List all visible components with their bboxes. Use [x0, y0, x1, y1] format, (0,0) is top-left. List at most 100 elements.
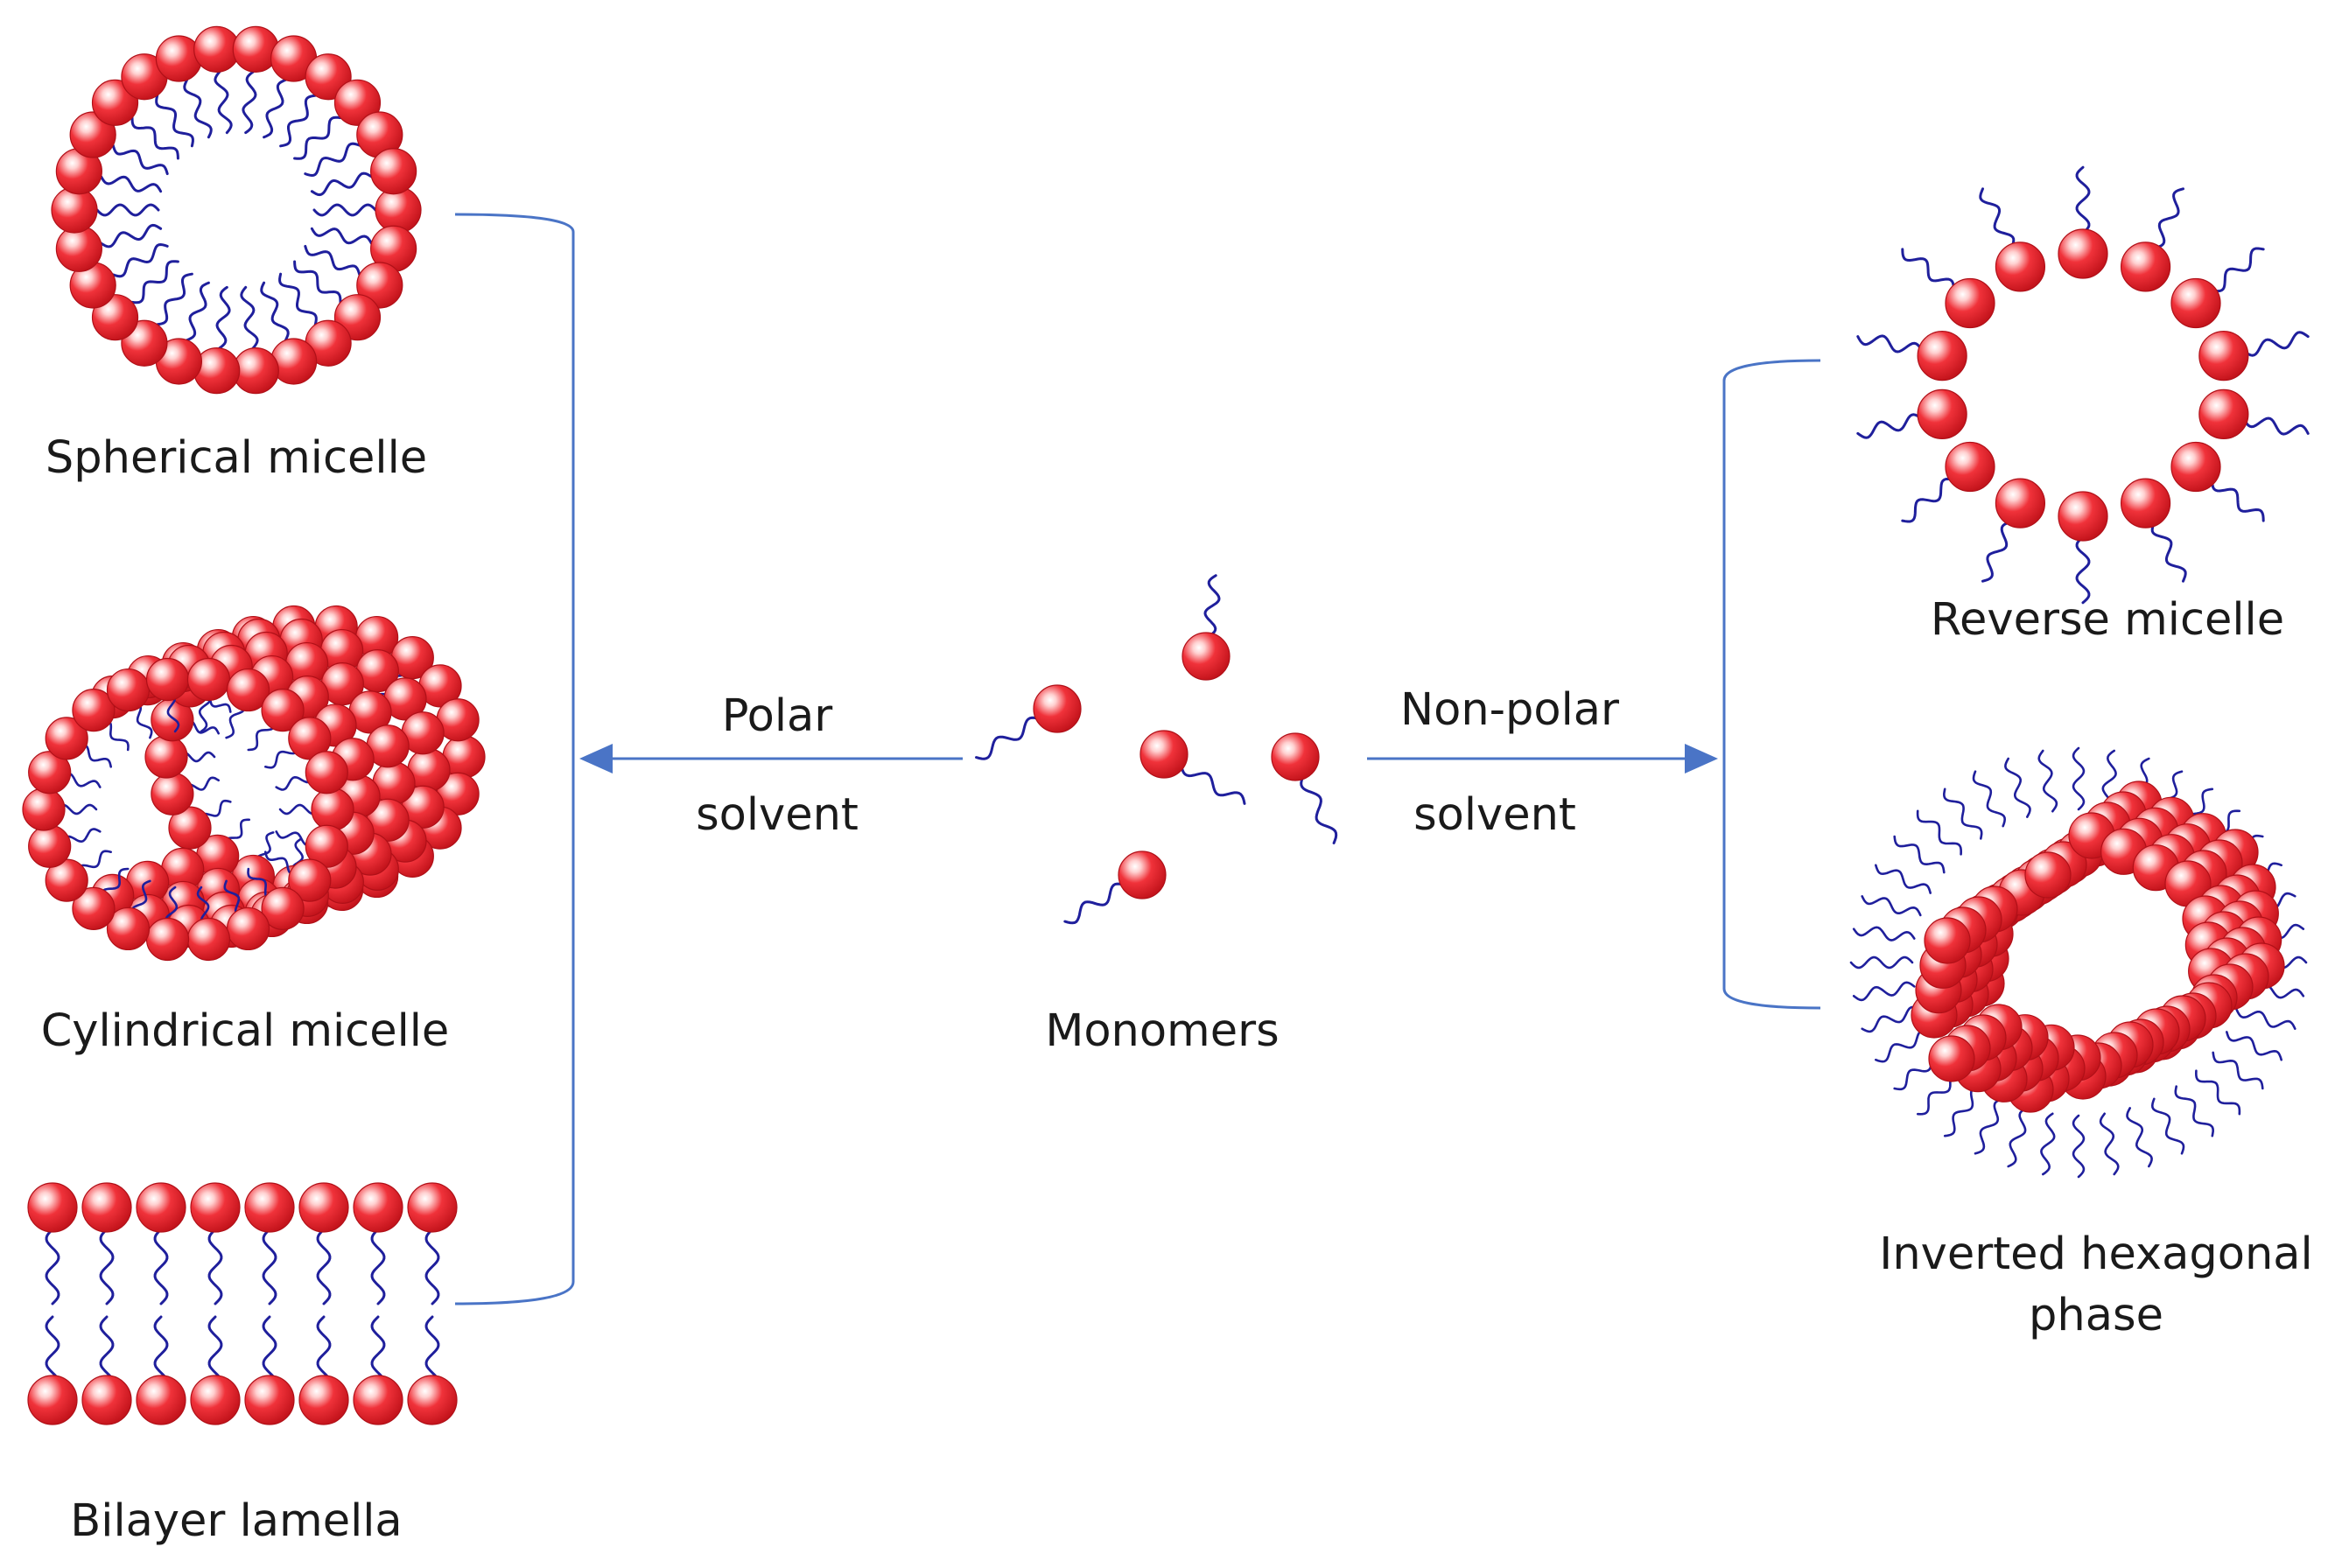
head-group [1995, 242, 2046, 292]
head-group [244, 1182, 295, 1233]
tail-chain [310, 227, 373, 245]
tail-chain [2150, 521, 2187, 583]
tail-chain [2235, 1008, 2296, 1030]
tail-chain [1180, 763, 1246, 805]
head-group [1945, 441, 1995, 493]
tail-chain [293, 260, 342, 304]
tail-chain [2211, 478, 2265, 522]
tail-chain [186, 281, 210, 342]
tail-chain [111, 144, 169, 176]
tail-chain [304, 142, 361, 178]
head-group [1033, 684, 1082, 733]
polar-label-line2: solvent [696, 789, 859, 841]
polar-label-line1: Polar [722, 690, 833, 742]
tail-chain [316, 1228, 332, 1306]
tail-chain [370, 1228, 386, 1306]
tail-chain [100, 223, 163, 248]
tail-chain [2004, 757, 2031, 818]
hexagonal-label-line1: Inverted hexagonal [1879, 1228, 2312, 1280]
head-group [45, 717, 88, 760]
tail-chain [1901, 248, 1955, 292]
head-group [353, 1375, 403, 1425]
tail-chain [215, 285, 231, 350]
head-group [2120, 478, 2171, 528]
head-group [144, 735, 188, 779]
tail-chain [1849, 956, 1914, 970]
head-group [226, 668, 270, 712]
head-group [190, 1375, 241, 1425]
tail-chain [293, 116, 342, 160]
tail-chain [1942, 788, 1983, 840]
tail-chain [2040, 1112, 2056, 1176]
tail-chain [2212, 1051, 2264, 1090]
tail-chain [207, 1228, 223, 1306]
tail-chain [975, 716, 1041, 760]
nonpolar-label-line2: solvent [1413, 789, 1576, 841]
right-bracket [1722, 359, 1821, 1010]
head-group [2120, 242, 2171, 292]
monomers-label: Monomers [1045, 1005, 1279, 1057]
tail-chain [278, 272, 318, 326]
tail-chain [1861, 1005, 1922, 1033]
tail-chain [2150, 1097, 2185, 1155]
polar-arrow-head [579, 744, 613, 774]
head-group [288, 858, 332, 902]
head-group [2058, 228, 2108, 279]
tail-chain [1861, 895, 1922, 917]
reverse-micelle-label: Reverse micelle [1931, 594, 2284, 646]
head-group [1139, 730, 1189, 779]
head-group [145, 917, 190, 962]
head-group [1917, 331, 1967, 382]
tail-chain [1893, 835, 1946, 874]
head-group [370, 148, 417, 195]
tail-chain [2099, 1112, 2120, 1176]
tail-chain [2007, 1107, 2029, 1168]
head-group [136, 1375, 186, 1425]
head-group [407, 1182, 458, 1233]
nonpolar-label-line1: Non-polar [1400, 684, 1619, 736]
tail-chain [262, 1228, 277, 1306]
head-group [91, 294, 139, 341]
head-group [353, 1182, 403, 1233]
tail-chain [1943, 1085, 1982, 1138]
tail-chain [1916, 809, 1963, 856]
head-group [28, 824, 72, 868]
head-group [1182, 632, 1231, 681]
reverse-micelle [1856, 165, 2310, 605]
left-bracket [454, 213, 575, 1306]
tail-chain [1901, 477, 1955, 523]
tail-chain [260, 281, 290, 342]
head-group [190, 1182, 241, 1233]
tail-chain [2075, 536, 2091, 605]
head-group [81, 1375, 132, 1425]
tail-chain [2072, 746, 2086, 811]
bilayer-lamella [27, 1182, 458, 1425]
head-group [55, 225, 102, 272]
tail-chain [2037, 749, 2058, 813]
tail-chain [100, 175, 163, 193]
tail-chain [240, 285, 259, 350]
nonpolar-arrow-head [1685, 744, 1718, 774]
tail-chain [45, 1228, 60, 1306]
head-group [1995, 478, 2046, 528]
head-group [226, 906, 270, 951]
tail-chain [155, 94, 194, 148]
head-group [106, 906, 151, 951]
tail-chain [2226, 1031, 2282, 1061]
head-group [244, 1375, 295, 1425]
inverted-hexagonal-phase [1849, 746, 2308, 1179]
cylindrical-micelle-label: Cylindrical micelle [41, 1005, 450, 1057]
head-group [2198, 331, 2249, 382]
head-group [27, 1375, 78, 1425]
head-group [1271, 732, 1320, 781]
spherical-micelle-label: Spherical micelle [46, 432, 427, 484]
head-group [151, 772, 194, 816]
head-group [72, 689, 116, 732]
head-group [81, 1182, 132, 1233]
tail-chain [99, 1228, 115, 1306]
tail-chain [310, 172, 373, 197]
tail-chain [130, 116, 179, 160]
head-group [356, 262, 403, 309]
head-group [298, 1375, 349, 1425]
head-group [333, 79, 382, 126]
